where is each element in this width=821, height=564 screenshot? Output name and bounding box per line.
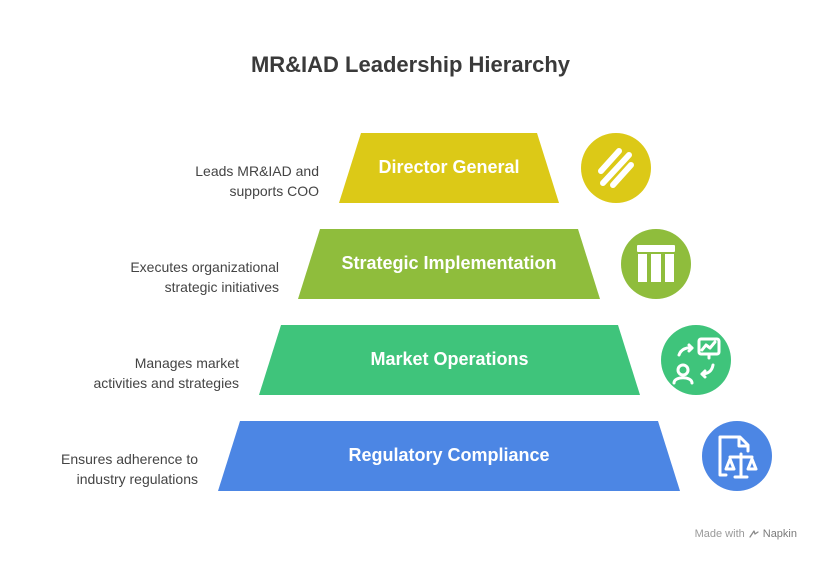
page-title: MR&IAD Leadership Hierarchy <box>250 52 571 77</box>
description-line: Leads MR&IAD and <box>195 163 319 179</box>
tier-label-regulatory-compliance: Regulatory Compliance <box>348 445 550 465</box>
diagonal-stripes-icon <box>581 133 651 203</box>
tier-shape-strategic-implementation <box>298 229 600 299</box>
tier-label-director-general: Director General <box>378 157 520 177</box>
tier-label-strategic-implementation: Strategic Implementation <box>341 253 557 273</box>
napkin-brand-text: Napkin <box>762 528 797 540</box>
made-with-text: Made with <box>694 528 745 540</box>
tier-shape-director-general <box>339 133 559 203</box>
tier-description-strategic-implementation: Executes organizational strategic initia… <box>130 257 279 297</box>
building-columns-icon <box>621 229 691 299</box>
document-scales-icon <box>702 421 772 491</box>
tier-description-regulatory-compliance: Ensures adherence to industry regulation… <box>61 449 198 489</box>
description-line: industry regulations <box>76 471 198 487</box>
presenter-chart-icon <box>661 325 731 395</box>
tier-shape-market-operations <box>259 325 640 395</box>
description-line: supports COO <box>229 183 319 199</box>
tier-description-director-general: Leads MR&IAD and supports COO <box>195 161 319 201</box>
tier-description-market-operations: Manages market activities and strategies <box>93 353 239 393</box>
tier-shape-regulatory-compliance <box>218 421 680 491</box>
description-line: strategic initiatives <box>164 279 279 295</box>
description-line: Manages market <box>134 355 239 371</box>
description-line: Executes organizational <box>130 259 279 275</box>
tier-label-market-operations: Market Operations <box>370 349 529 369</box>
napkin-logo-icon <box>749 530 759 538</box>
description-line: activities and strategies <box>93 375 239 391</box>
footer-credit: Made with Napkin <box>695 528 797 540</box>
description-line: Ensures adherence to <box>61 451 198 467</box>
